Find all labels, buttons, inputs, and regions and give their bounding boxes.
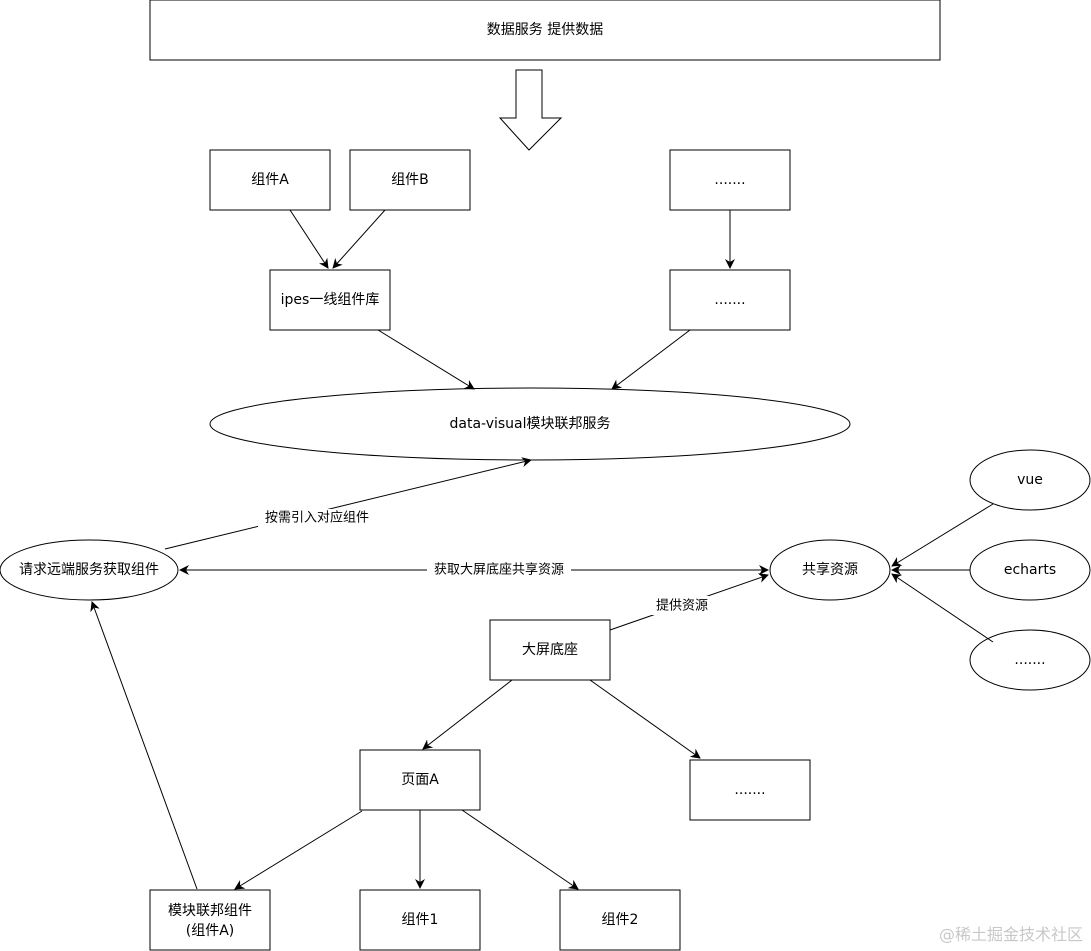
component-1-label: 组件1	[402, 912, 439, 928]
edge-remote-to-federation	[164, 457, 532, 550]
edge-ipes-to-federation	[377, 329, 475, 390]
top-right-placeholder-label: .......	[714, 172, 745, 188]
page-more-placeholder-node: .......	[689, 759, 811, 821]
big-screen-base-label: 大屏底座	[522, 642, 578, 658]
shared-resources-label: 共享资源	[802, 561, 858, 578]
right-middle-placeholder-label: .......	[714, 292, 745, 308]
component-a-label: 组件A	[251, 172, 289, 188]
ipes-library-node: ipes一线组件库	[269, 269, 391, 331]
more-libs-label: .......	[1014, 652, 1045, 668]
federated-component-label-line1: 模块联邦组件	[168, 903, 252, 919]
edge-right-middle-to-federation	[611, 329, 691, 390]
edge-component-b-to-ipes	[332, 209, 386, 269]
federation-service-node: data-visual模块联邦服务	[209, 387, 851, 461]
data-service-node: 数据服务 提供数据	[149, 0, 941, 61]
edge-base-to-page-a	[422, 679, 513, 750]
component-2-label: 组件2	[602, 912, 639, 928]
svg-text:按需引入对应组件: 按需引入对应组件	[265, 510, 369, 526]
svg-text:获取大屏底座共享资源: 获取大屏底座共享资源	[434, 562, 564, 578]
right-middle-placeholder-node: .......	[669, 269, 791, 331]
component-1-node: 组件1	[359, 889, 481, 951]
page-a-label: 页面A	[401, 772, 439, 788]
federation-service-label: data-visual模块联邦服务	[449, 416, 610, 432]
edge-component-a-to-ipes	[289, 209, 329, 269]
hollow-down-arrow	[498, 69, 563, 151]
component-b-label: 组件B	[391, 172, 429, 188]
edge-label-import-on-demand: 按需引入对应组件	[258, 509, 376, 527]
edge-label-get-shared-resources: 获取大屏底座共享资源	[427, 561, 571, 579]
component-2-node: 组件2	[559, 889, 681, 951]
edge-label-provide-resources: 提供资源	[648, 596, 716, 615]
component-a-node: 组件A	[209, 149, 331, 211]
big-screen-base-node: 大屏底座	[489, 619, 611, 681]
ipes-library-label: ipes一线组件库	[281, 292, 380, 308]
edge-page-a-to-component-2	[461, 809, 579, 890]
remote-request-node: 请求远端服务获取组件	[0, 539, 179, 601]
echarts-node: echarts	[969, 539, 1091, 601]
echarts-label: echarts	[1004, 562, 1056, 578]
edge-vue-to-shared	[891, 503, 994, 567]
shared-resources-node: 共享资源	[769, 539, 891, 601]
edge-more-libs-to-shared	[891, 573, 994, 643]
edge-federated-to-remote	[90, 601, 198, 890]
vue-label: vue	[1017, 472, 1043, 488]
svg-text:提供资源: 提供资源	[656, 598, 708, 614]
edge-page-a-to-federated	[234, 810, 363, 890]
remote-request-label: 请求远端服务获取组件	[19, 562, 159, 578]
more-libs-node: .......	[969, 629, 1091, 691]
watermark: @稀土掘金技术社区	[938, 925, 1083, 944]
component-b-node: 组件B	[349, 149, 471, 211]
edge-base-to-page-more	[589, 679, 701, 759]
federated-component-label-line2: (组件A)	[186, 923, 235, 939]
vue-node: vue	[969, 449, 1091, 511]
federated-component-node: 模块联邦组件 (组件A)	[149, 889, 271, 951]
page-more-placeholder-label: .......	[734, 782, 765, 798]
data-service-label: 数据服务 提供数据	[487, 22, 603, 38]
page-a-node: 页面A	[359, 749, 481, 811]
top-right-placeholder-node: .......	[669, 149, 791, 211]
